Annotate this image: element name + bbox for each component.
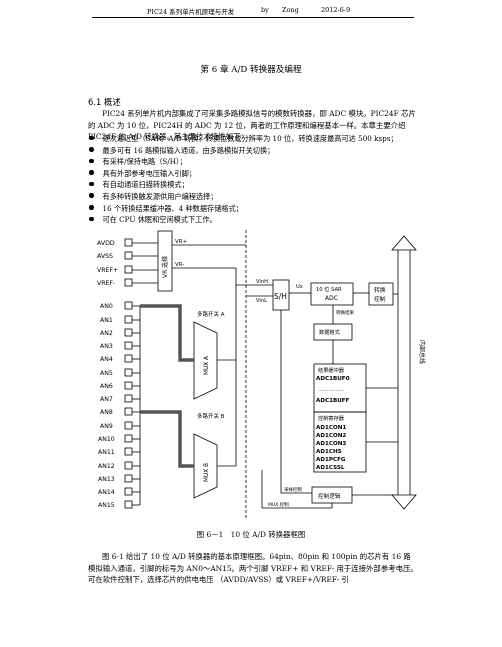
sh-label: S/H bbox=[274, 292, 287, 301]
bullet-icon bbox=[89, 147, 94, 152]
register-item: AD1PCFG bbox=[316, 457, 346, 463]
pin-label: AVDD bbox=[97, 240, 115, 247]
pin-label: AN1 bbox=[100, 317, 113, 324]
ux-label: Ux bbox=[296, 284, 303, 290]
bullet-icon bbox=[89, 158, 94, 164]
bullet-icon bbox=[89, 181, 94, 187]
section-title: 6.1 概述 bbox=[88, 97, 121, 107]
bullet-icon bbox=[89, 205, 94, 210]
pin-label: AN15 bbox=[98, 502, 115, 509]
pin-label: AN8 bbox=[100, 409, 113, 416]
mux-a-shape bbox=[193, 321, 218, 400]
pin-label: AN6 bbox=[100, 383, 113, 390]
buffer-last: ADC1BUFF bbox=[316, 398, 350, 404]
bullet-icon bbox=[89, 170, 94, 175]
pin-label: AN2 bbox=[100, 330, 113, 337]
internal-bus-arrow bbox=[391, 235, 417, 510]
pin-label: VREF+ bbox=[97, 267, 118, 274]
data-format-label: 数据格式 bbox=[319, 328, 341, 336]
pin-label: AN10 bbox=[98, 436, 115, 443]
feature-item: 有采样/保持电路（S/H）； bbox=[89, 156, 398, 168]
pin-label: AN0 bbox=[100, 303, 113, 310]
header-rule bbox=[92, 17, 414, 18]
buffer-dots: …………… bbox=[318, 387, 344, 393]
pin-label: AN11 bbox=[98, 449, 115, 456]
pin-label: AVSS bbox=[97, 253, 113, 260]
header-by: by bbox=[261, 6, 269, 14]
conv-ctrl-label: 转换 bbox=[374, 286, 386, 294]
feature-item: 有自动通道扫描转换模式； bbox=[89, 179, 398, 191]
header-author: Zong bbox=[282, 6, 299, 14]
feature-item: 最多可有 16 路模拟输入通道，由多路模拟开关切换； bbox=[89, 145, 398, 157]
pin-label: AN9 bbox=[100, 423, 113, 430]
internal-bus-label: 内部总线 bbox=[418, 340, 426, 364]
conv-result-label: 转换结果 bbox=[336, 309, 354, 316]
bullet-icon bbox=[89, 193, 94, 198]
register-item: AD1CON2 bbox=[316, 433, 346, 439]
register-item: AD1CHS bbox=[316, 449, 342, 455]
feature-item: 可在 CPU 休眠和空闲模式下工作。 bbox=[89, 214, 398, 226]
figure-caption: 图 6－1 10 位 A/D 转换器框图 bbox=[196, 530, 306, 539]
pin-label: VREF- bbox=[97, 280, 115, 287]
mux-b-shape bbox=[193, 433, 218, 499]
bullet-icon bbox=[89, 135, 94, 140]
sample-control-label: 采样控制 bbox=[284, 486, 302, 493]
buffer-title: 结果缓冲器 bbox=[318, 366, 345, 374]
feature-item: 有多种转换触发源供用户编程选择； bbox=[89, 191, 398, 203]
body-paragraph: 图 6-1 给出了 10 位 A/D 转换器的基本原理框图。64pin、80pi… bbox=[88, 552, 418, 584]
feature-item: 16 个转换结果缓冲器、4 种数据存储格式； bbox=[89, 203, 398, 215]
vr-select-box bbox=[157, 230, 173, 292]
pin-label: AN12 bbox=[98, 463, 115, 470]
vr-select-label: VR 选择 bbox=[161, 256, 169, 278]
register-item: AD1CSSL bbox=[316, 465, 345, 471]
pin-label: AN3 bbox=[100, 343, 113, 350]
chapter-title: 第 6 章 A/D 转换器及编程 bbox=[200, 65, 302, 75]
register-item: AD1CON1 bbox=[316, 425, 346, 431]
pin-label: AN14 bbox=[98, 489, 115, 496]
feature-item: 逐次逼近型（SAR）A/D 转换，转换位数或分辨率为 10 位，转换速度最高可达… bbox=[89, 133, 398, 145]
buffer-first: ADC1BUF0 bbox=[316, 376, 350, 382]
register-item: AD1CON3 bbox=[316, 441, 346, 447]
pin-label: AN13 bbox=[98, 476, 115, 483]
intro-paragraph: PIC24 系列单片机内部集成了可采集多路模拟信号的模数转换器，即 ADC 模块… bbox=[88, 109, 416, 141]
feature-item: 具有外部参考电压输入引脚； bbox=[89, 168, 398, 180]
mux-a-label: MUX A bbox=[204, 356, 210, 375]
vinl-label: VinL bbox=[256, 298, 267, 304]
header-book-title: PIC24 系列单片机原理与开发 bbox=[147, 8, 235, 16]
mux-b-label: MUX B bbox=[204, 463, 210, 482]
mux-a-caption: 多路开关 A bbox=[197, 310, 225, 318]
mux-control-label: MUX 控制 bbox=[268, 501, 289, 508]
header-date: 2012-6-9 bbox=[321, 6, 351, 14]
conv-ctrl-label: 控制 bbox=[374, 295, 386, 303]
vinh-label: VinH bbox=[256, 279, 268, 285]
pin-x-boxes bbox=[124, 238, 133, 509]
control-logic-label: 控制逻辑 bbox=[318, 492, 341, 500]
adc-bottom-label: ADC bbox=[325, 295, 338, 302]
vr-minus-label: VR- bbox=[175, 262, 184, 268]
vr-plus-label: VR+ bbox=[175, 239, 188, 245]
feature-list: 逐次逼近型（SAR）A/D 转换，转换位数或分辨率为 10 位，转换速度最高可达… bbox=[89, 133, 398, 226]
adc-box bbox=[310, 282, 354, 306]
register-title: 控制寄存器 bbox=[318, 414, 345, 422]
bullet-icon bbox=[89, 216, 94, 222]
adc-top-label: 10 位 SAR bbox=[316, 285, 342, 293]
pin-label: AN4 bbox=[100, 356, 113, 363]
pin-label: AN7 bbox=[100, 396, 113, 403]
mux-b-caption: 多路开关 B bbox=[197, 412, 225, 420]
pin-label: AN5 bbox=[100, 370, 113, 377]
